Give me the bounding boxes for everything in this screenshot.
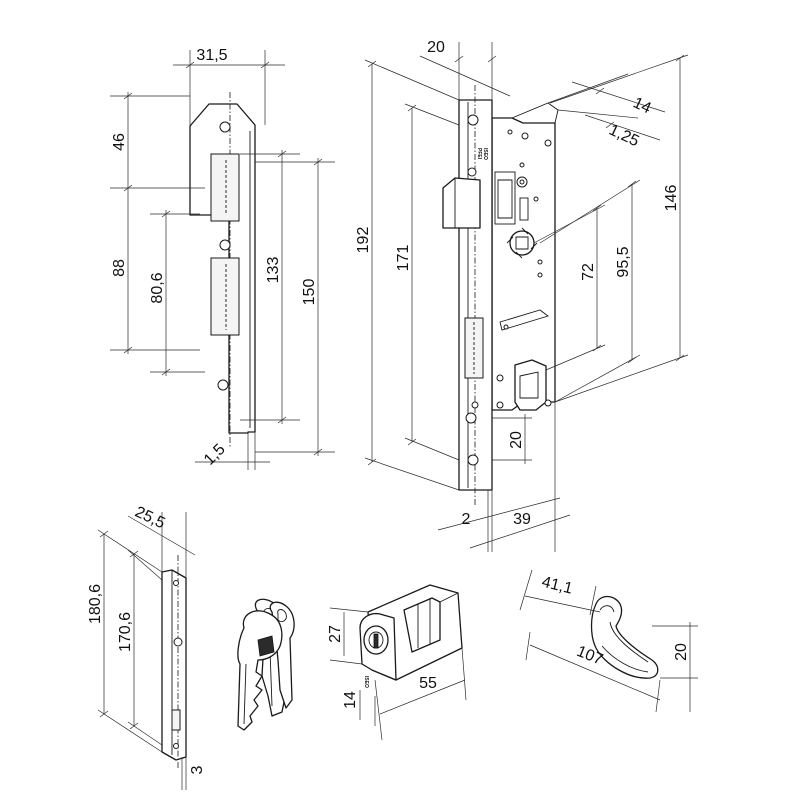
strike-dim-height: 150 <box>301 279 318 306</box>
latch-bolt <box>442 177 481 229</box>
cover-plate-body <box>161 569 187 761</box>
cylinder-dim-length: 55 <box>419 675 437 692</box>
strike-bolt-slot <box>210 257 240 336</box>
lock-dim-faceplate-width: 20 <box>427 39 445 56</box>
cylinder-dim-height: 27 <box>327 625 344 643</box>
handle-follower <box>509 230 535 256</box>
lock-brand-mark: PFEI <box>476 148 482 160</box>
cover-plate: 25,5 180,6 170,6 3 <box>87 504 206 790</box>
lock-dim-1-25: 1,25 <box>606 122 641 151</box>
strike-dim-upper: 88 <box>111 259 128 277</box>
lock-dim-bottom: 20 <box>508 431 525 449</box>
strike-hole-bottom <box>217 379 229 391</box>
faceplate-hole-lower <box>465 412 477 424</box>
lock-dim-backset-small: 2 <box>462 511 471 528</box>
lock-body: PFEI ISEO <box>355 39 689 552</box>
faceplate-hole-bottom <box>467 454 479 466</box>
lock-brand-mark-2: ISEO <box>482 148 488 160</box>
lock-dim-14: 14 <box>630 94 653 117</box>
door-handle: 41,1 107 20 <box>519 569 698 713</box>
cylinder-dim-half: 14 <box>342 691 359 709</box>
lock-dim-146: 146 <box>663 185 680 212</box>
cover-dim-170-6: 170,6 <box>117 612 134 652</box>
strike-dim-inner: 80,6 <box>149 272 166 303</box>
lock-dim-backset: 39 <box>513 511 531 528</box>
strike-hole-middle <box>219 239 231 251</box>
strike-latch-slot <box>210 153 240 222</box>
strike-dim-width: 31,5 <box>196 47 227 64</box>
faceplate-hole-top <box>467 114 479 126</box>
cover-hole-middle <box>173 637 183 647</box>
lock-dim-171: 171 <box>395 245 412 272</box>
strike-plate: 31,5 46 88 80,6 133 150 <box>110 47 335 470</box>
cover-dim-3: 3 <box>189 765 206 774</box>
strike-dim-slot: 133 <box>265 257 282 284</box>
cylinder-brand: ISEO <box>363 676 369 688</box>
lock-dim-192: 192 <box>355 227 372 254</box>
strike-hole-top <box>219 121 231 133</box>
handle-dim-20: 20 <box>673 643 690 661</box>
lock-cylinder: ISEO 27 55 14 <box>327 584 467 741</box>
strike-dim-offset: 1,5 <box>201 441 229 469</box>
key-front <box>237 610 283 731</box>
key-icon <box>237 598 295 731</box>
cover-slot <box>171 709 181 731</box>
lock-dim-95-5: 95,5 <box>615 246 632 277</box>
strike-dim-top: 46 <box>111 133 128 151</box>
lock-dim-72: 72 <box>580 263 597 281</box>
cover-dim-width: 25,5 <box>132 504 167 533</box>
handle-dim-41-1: 41,1 <box>540 574 574 598</box>
cover-dim-180-6: 180,6 <box>87 584 104 624</box>
faceplate-hole-middle <box>467 167 477 177</box>
